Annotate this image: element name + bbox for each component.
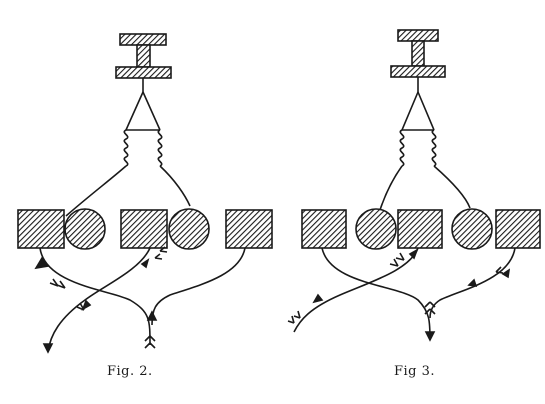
crossing-curves — [39, 247, 246, 353]
feathered-arrow-icon — [424, 301, 436, 342]
feathered-arrow-icon — [34, 256, 66, 289]
feathered-arrow-icon — [76, 299, 92, 311]
figure-caption: Fig. 2. — [107, 364, 153, 379]
spring-triangle — [65, 91, 191, 217]
coil-spring-icon — [123, 129, 129, 167]
spring-triangle — [379, 91, 471, 211]
feathered-arrow-icon — [42, 343, 54, 354]
feathered-arrow-icon — [140, 246, 168, 269]
coil-spring-icon — [431, 129, 437, 167]
crossing-curves — [293, 247, 516, 341]
figure-2 — [17, 33, 273, 354]
figure-caption: Fig 3. — [394, 364, 436, 379]
feathered-arrow-icon — [467, 278, 478, 287]
feathered-arrow-icon — [495, 266, 511, 279]
block-row — [17, 208, 273, 250]
coil-spring-icon — [399, 129, 405, 167]
pulley-icon — [115, 33, 172, 92]
figure-3 — [287, 29, 541, 342]
block-row — [301, 208, 541, 250]
coil-spring-icon — [157, 129, 163, 167]
feathered-arrow-icon — [287, 293, 324, 324]
feathered-arrow-icon — [389, 248, 419, 267]
feathered-arrow-icon — [144, 310, 158, 349]
pulley-icon — [390, 29, 446, 92]
